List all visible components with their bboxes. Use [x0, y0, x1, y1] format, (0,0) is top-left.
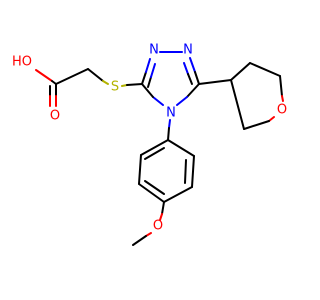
bond-aryl-methoxy-c [161, 201, 165, 215]
bond-n1-c5-n [189, 57, 196, 73]
bond-c5-pyran [198, 79, 232, 85]
bond-c5-n4 [176, 96, 188, 106]
carbonyl-oxygen-label: O [50, 109, 60, 124]
bond-pyran-1 [230, 62, 251, 81]
bond-n4-aryl-n [168, 119, 171, 129]
bond-pyran-o-lower [268, 116, 275, 122]
bond-benzene-4 [163, 186, 193, 203]
bond-ch2-sulfur [87, 68, 104, 82]
bond-benzene-1 [140, 139, 169, 156]
bond-hydroxyl-carbon [35, 69, 53, 82]
bond-benzene-3 [138, 183, 165, 203]
pyran-oxygen-label: O [277, 103, 287, 118]
bond-pyran-o-upper [281, 95, 284, 102]
bond-n1-c5-double-n [183, 62, 189, 75]
bond-c3-n2 [145, 58, 151, 73]
bond-n4-aryl [167, 127, 170, 141]
bond-pyran-2 [249, 62, 281, 77]
bond-pyran-4 [243, 120, 270, 130]
bond-aryl-methoxy-o [159, 213, 163, 221]
bond-c3-n2-double-c [147, 76, 152, 88]
bond-benzene-6 [167, 139, 195, 157]
bond-ch2-sulfur-s [102, 80, 109, 85]
sulfur-label: S [111, 80, 119, 95]
triazole-n2-label: N [149, 43, 159, 58]
bond-benzene-3-inner [144, 180, 165, 195]
bond-methoxy-methyl [132, 235, 147, 246]
bond-pyran-5 [230, 79, 245, 130]
bond-benzene-5-inner [184, 159, 187, 184]
hydroxyl-label: HO [12, 55, 32, 70]
bond-n4-c3 [152, 96, 164, 106]
bond-sulfur-c3 [126, 83, 143, 86]
bond-c5-n4-c [186, 83, 200, 98]
bond-benzene-1-inner [144, 147, 165, 160]
molecule-structure: HO O S N N N O O [12, 43, 287, 246]
triazole-n1-label: N [183, 43, 193, 58]
bond-c3-n2-double-n [150, 63, 156, 78]
bond-benzene-5 [191, 155, 195, 188]
methoxy-oxygen-label: O [153, 219, 163, 234]
bond-carboxyl-ch2 [55, 68, 89, 85]
bond-benzene-2 [138, 154, 142, 185]
bond-n4-c3-c [141, 83, 154, 98]
bond-n1-c5 [194, 71, 200, 85]
triazole-n4-label: N [166, 106, 176, 121]
bond-c3-n2-c [141, 71, 147, 85]
bond-pyran-3 [279, 75, 283, 97]
bond-n1-c5-double-c [187, 73, 193, 85]
